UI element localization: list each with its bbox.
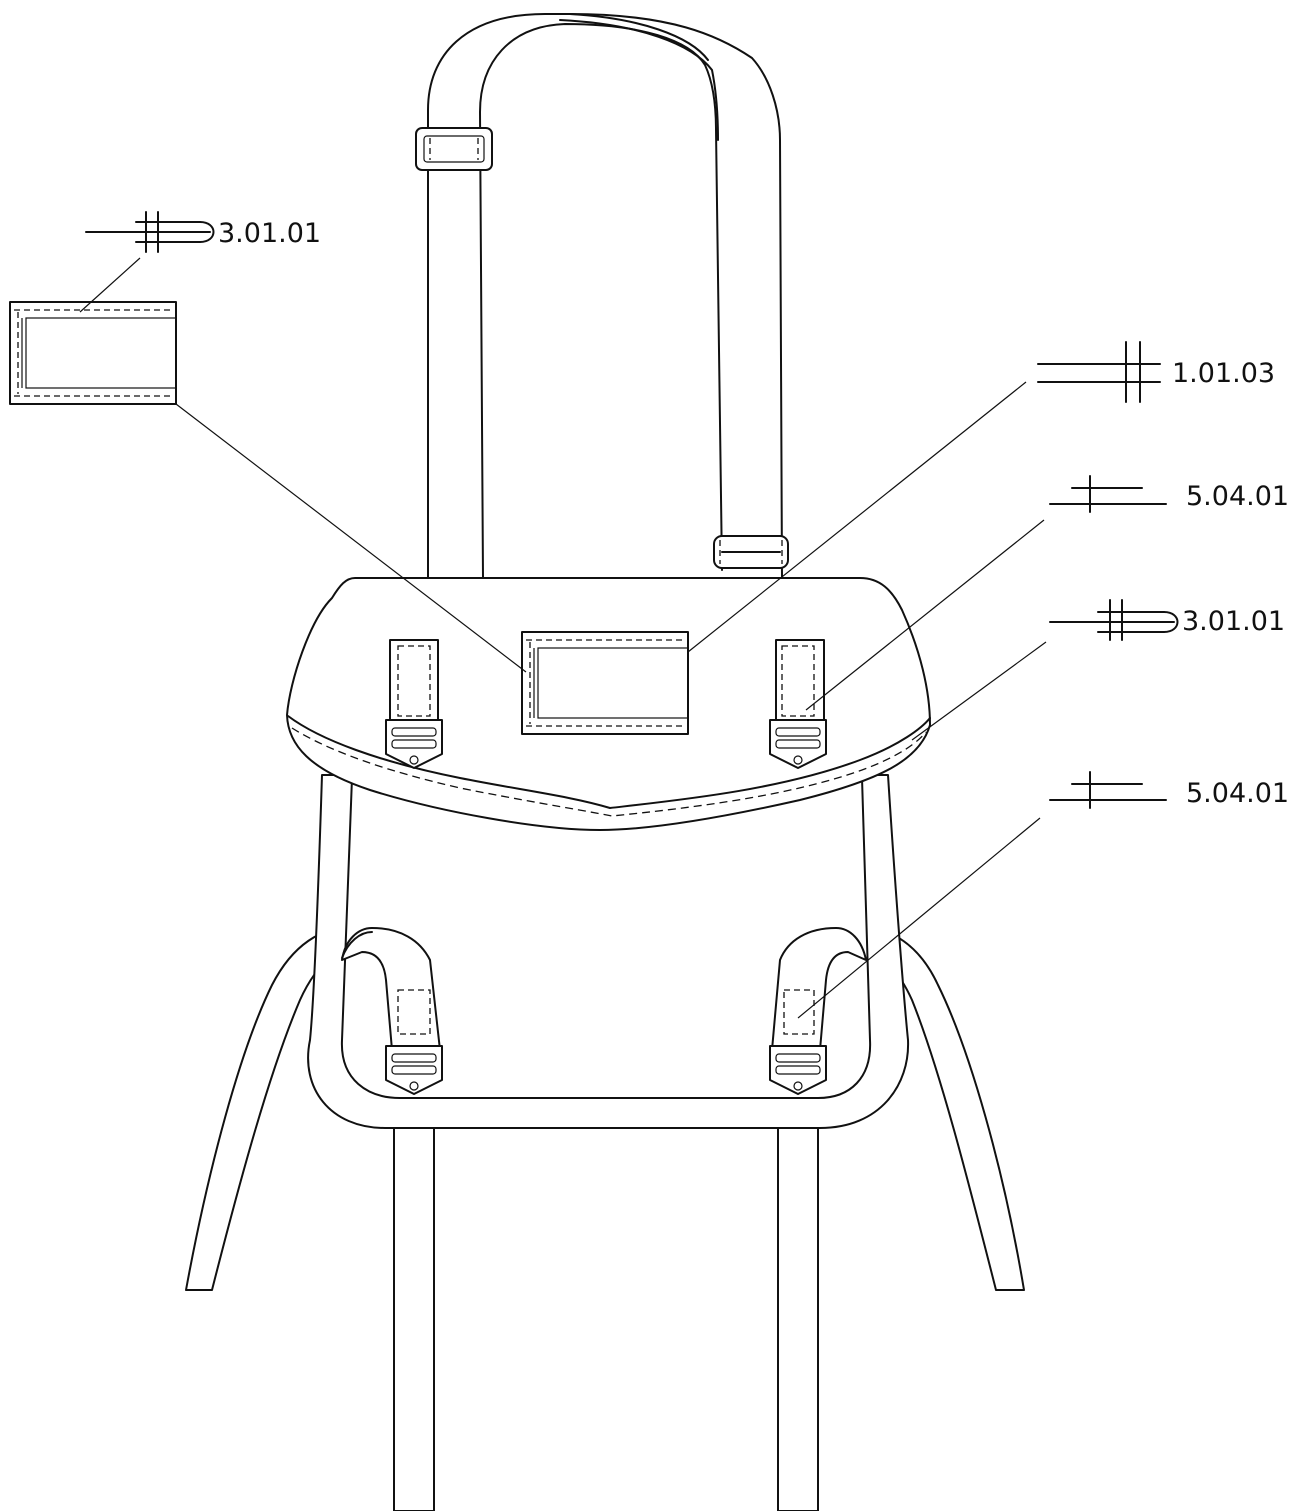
upper-tab-left bbox=[389, 639, 439, 723]
callout-label-tab-lower: 5.04.01 bbox=[1186, 778, 1289, 809]
stitch-symbol-tab-upper bbox=[1049, 475, 1167, 513]
callout-label-tab-upper: 5.04.01 bbox=[1186, 481, 1289, 512]
callout-label-pocket-double-stitch: 1.01.03 bbox=[1172, 358, 1275, 389]
buckle-lower-right bbox=[769, 1045, 827, 1095]
upper-tab-right bbox=[775, 639, 825, 723]
stitch-symbol-tab-lower bbox=[1049, 771, 1167, 809]
stitch-symbol-pocket-topstitch bbox=[85, 211, 215, 253]
buckle-lower-left bbox=[385, 1045, 443, 1095]
stitch-symbol-flap-edge bbox=[1049, 599, 1179, 641]
buckle-upper-left bbox=[385, 719, 443, 769]
callout-label-pocket-topstitch: 3.01.01 bbox=[218, 218, 321, 249]
lower-tab-right bbox=[771, 927, 867, 1051]
buckle-upper-right bbox=[769, 719, 827, 769]
back-strap-right bbox=[777, 1109, 819, 1511]
callout-label-flap-edge: 3.01.01 bbox=[1182, 606, 1285, 637]
leader-lines bbox=[79, 257, 1047, 1019]
pocket-detail-inset bbox=[9, 301, 177, 405]
front-pocket bbox=[521, 631, 689, 735]
lower-tab-left bbox=[341, 927, 441, 1051]
strap-slider-lower bbox=[713, 535, 789, 569]
shoulder-strap bbox=[427, 13, 783, 579]
back-strap-left bbox=[393, 1109, 435, 1511]
stitch-symbol-pocket-double-stitch bbox=[1037, 341, 1161, 403]
strap-slider-upper bbox=[415, 127, 493, 171]
